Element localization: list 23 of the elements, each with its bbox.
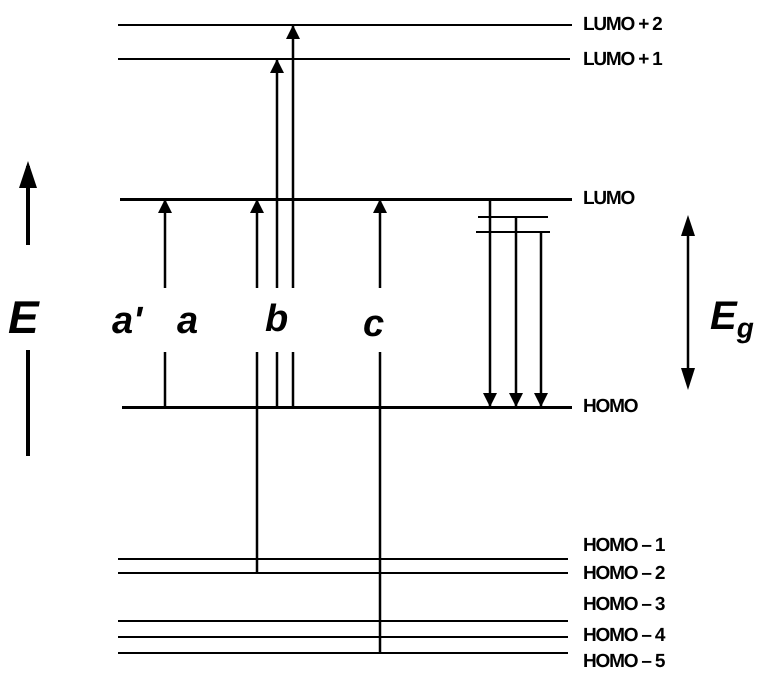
- symbol-label: E: [8, 294, 39, 340]
- transition-arrow: [270, 59, 284, 407]
- transition-arrow: [373, 199, 387, 653]
- symbol-label: b: [265, 300, 288, 338]
- level-label: HOMO – 1: [583, 536, 664, 556]
- level-label: LUMO: [583, 189, 634, 209]
- transition-arrow: [509, 217, 523, 407]
- transition-arrow: [286, 25, 300, 407]
- symbol-label: c: [363, 305, 384, 343]
- level-label: HOMO – 4: [583, 626, 664, 646]
- level-label: HOMO: [583, 397, 638, 417]
- level-label: LUMO + 2: [583, 15, 662, 35]
- transition-arrow: [534, 232, 548, 407]
- level-label: HOMO – 5: [583, 652, 664, 672]
- symbol-label: E$_{g}$: [710, 296, 754, 342]
- transition-arrow: [250, 199, 264, 573]
- transition-arrow: [483, 199, 497, 407]
- level-label: HOMO – 2: [583, 564, 664, 584]
- transition-arrow: [158, 199, 172, 407]
- level-label: LUMO + 1: [583, 50, 662, 70]
- level-label: HOMO – 3: [583, 595, 664, 615]
- symbol-label: a': [112, 302, 142, 340]
- symbol-label: a: [177, 302, 198, 340]
